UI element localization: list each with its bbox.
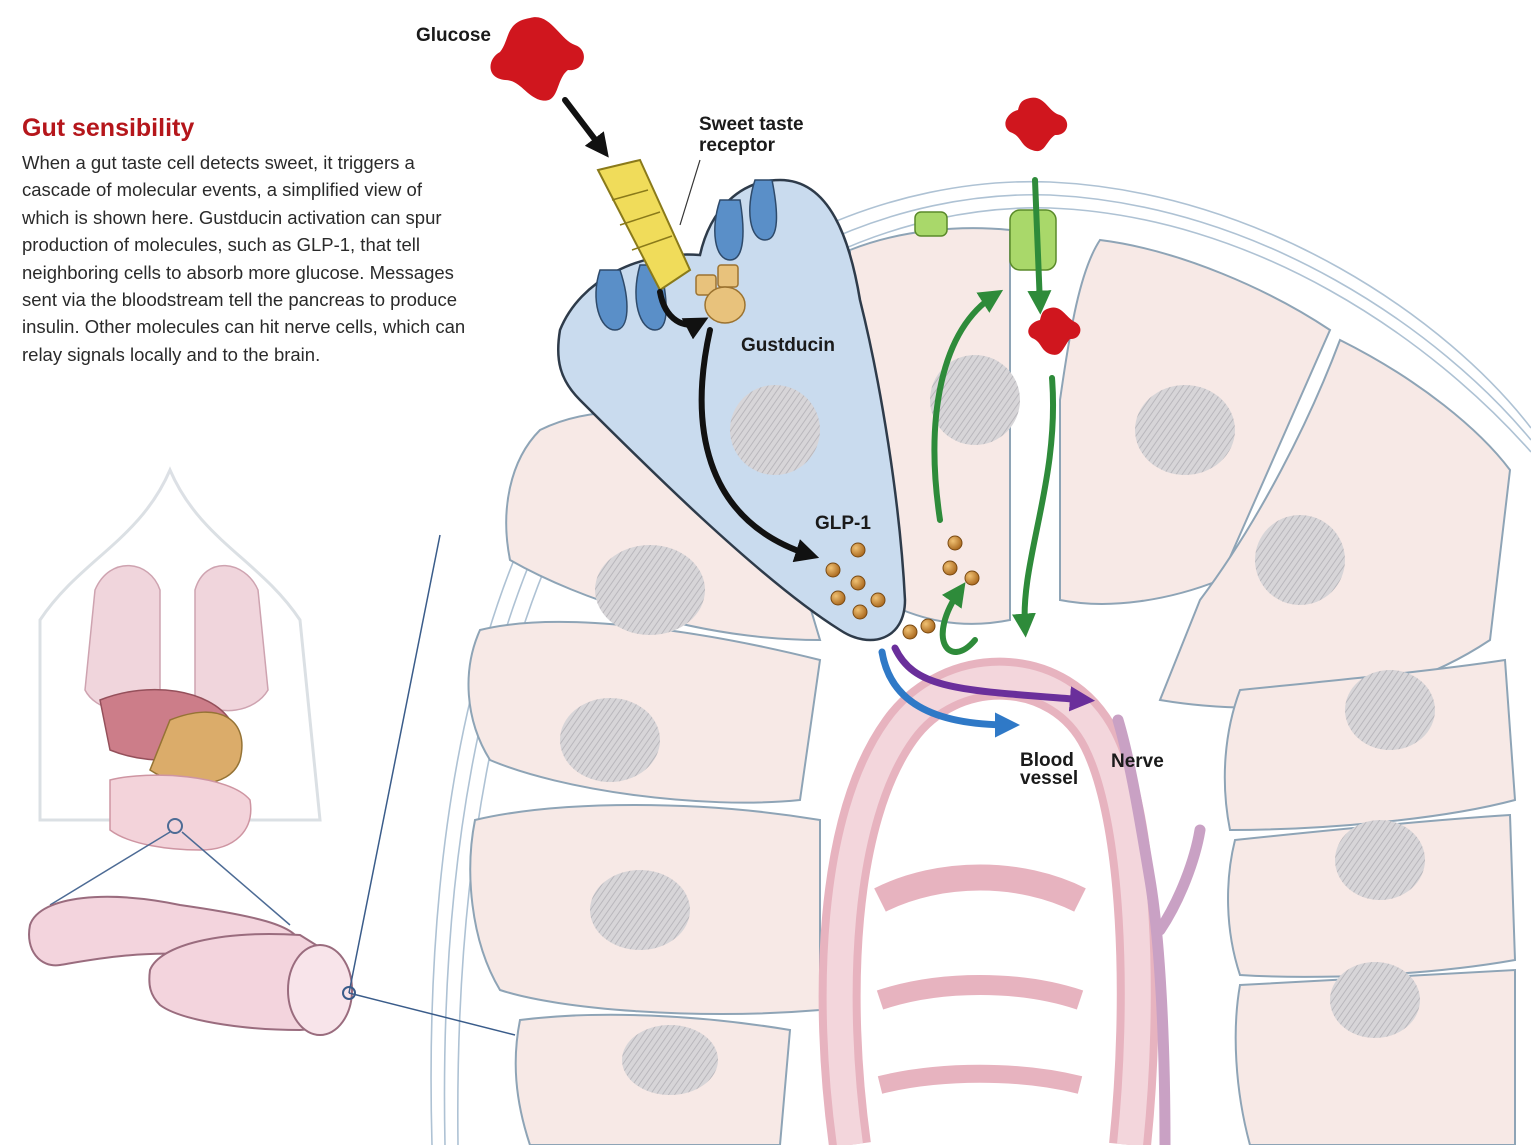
label-glp1: GLP-1: [815, 514, 871, 533]
label-sweet-taste-receptor: Sweet taste receptor: [699, 114, 804, 156]
label-blood-vessel: Blood vessel: [1020, 752, 1078, 788]
sidebar-text: Gut sensibility When a gut taste cell de…: [22, 114, 472, 368]
lungs: [85, 566, 268, 711]
sidebar-title: Gut sensibility: [22, 114, 472, 143]
sidebar-body: When a gut taste cell detects sweet, it …: [22, 149, 472, 368]
taste-cell-nucleus: [730, 385, 820, 475]
intestines: [110, 775, 251, 850]
torso-inset: [40, 470, 320, 925]
label-glucose: Glucose: [416, 26, 491, 45]
blood-vessel-loop: [840, 679, 1138, 1145]
label-gustducin: Gustducin: [741, 336, 835, 355]
glucose-molecule-main: [490, 17, 583, 100]
label-nerve: Nerve: [1111, 752, 1164, 771]
glucose-molecule-lumen: [1005, 98, 1067, 151]
